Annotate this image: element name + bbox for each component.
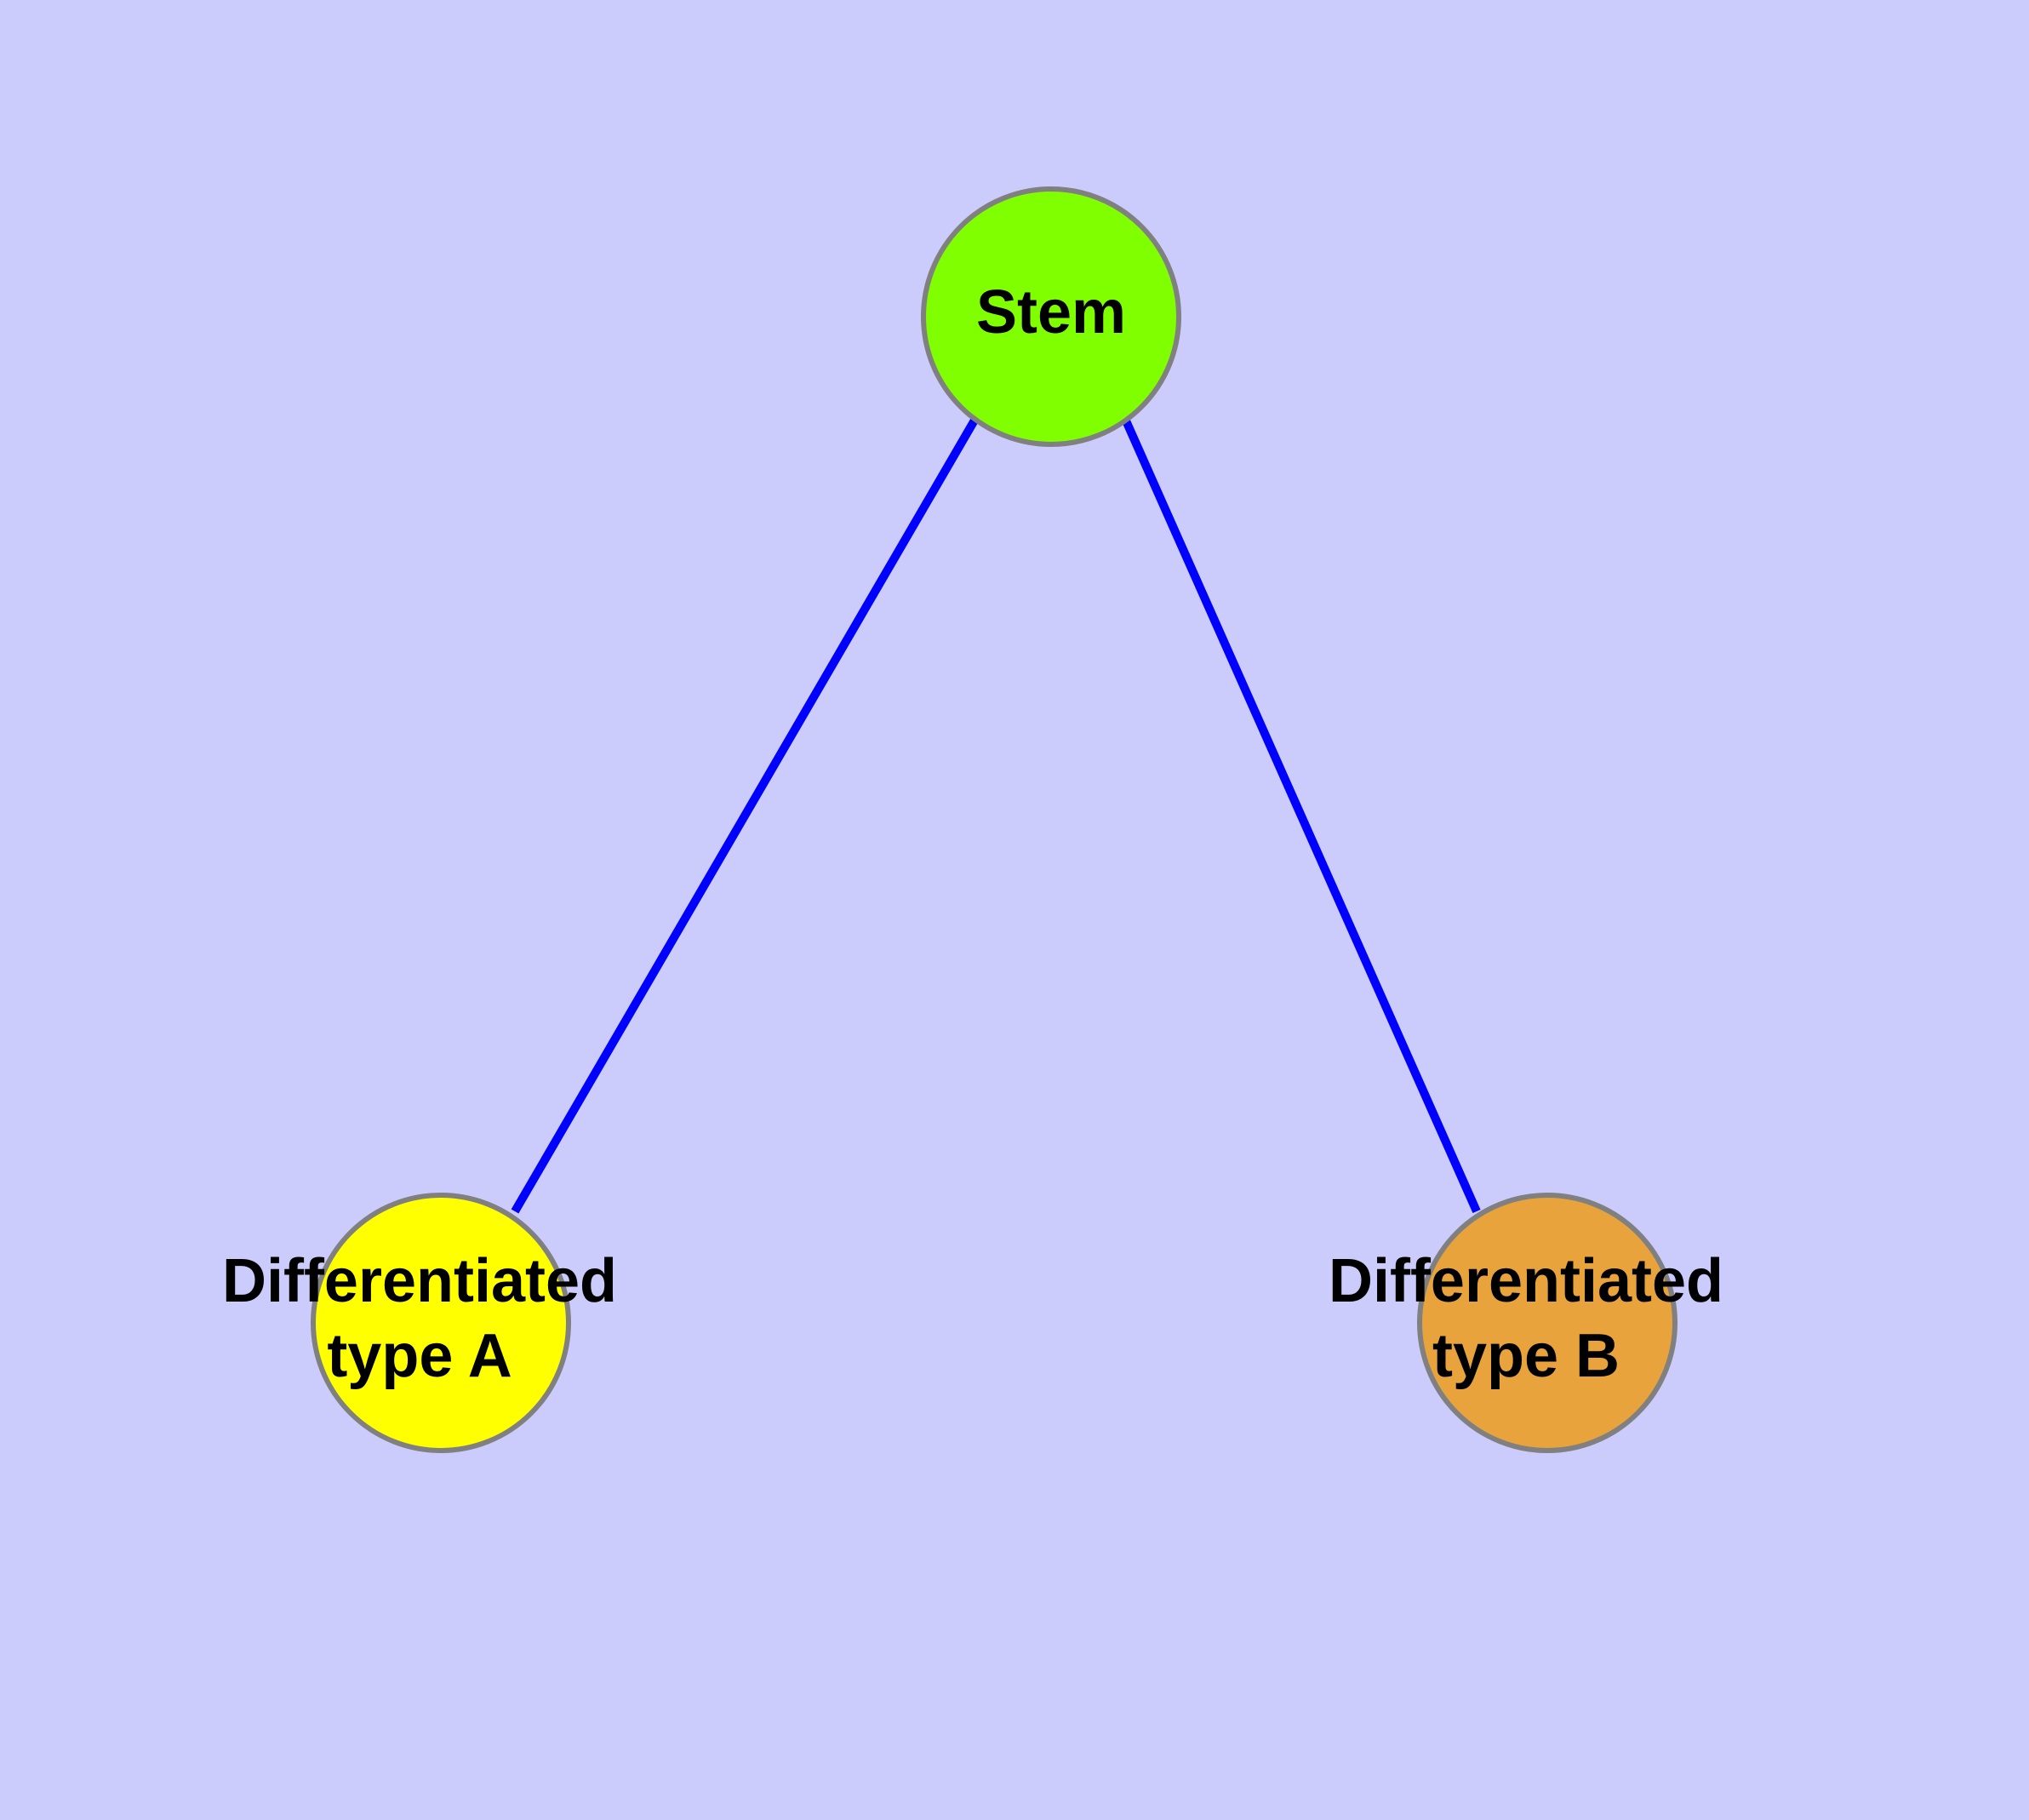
edges-layer [511, 416, 1481, 1214]
graph-node-stem[interactable] [921, 186, 1181, 447]
graph-node-label-stem: Stem [976, 278, 1126, 346]
label-line: Differentiated [222, 1247, 617, 1315]
graph-edge-stem-to-diff_a[interactable] [511, 416, 980, 1214]
graph-node-diff_a[interactable] [311, 1193, 571, 1453]
label-line: Stem [976, 278, 1126, 346]
label-line: type B [1432, 1322, 1620, 1390]
label-line: Differentiated [1329, 1247, 1723, 1315]
nodes-layer [311, 186, 1677, 1453]
graph-edge-stem-to-diff_b[interactable] [1121, 416, 1481, 1214]
graph-node-label-diff_a: Differentiated type A [222, 1247, 617, 1390]
graph-node-label-diff_b: Differentiated type B [1329, 1247, 1723, 1390]
label-line: type A [327, 1322, 512, 1390]
graph-node-diff_b[interactable] [1417, 1193, 1677, 1453]
